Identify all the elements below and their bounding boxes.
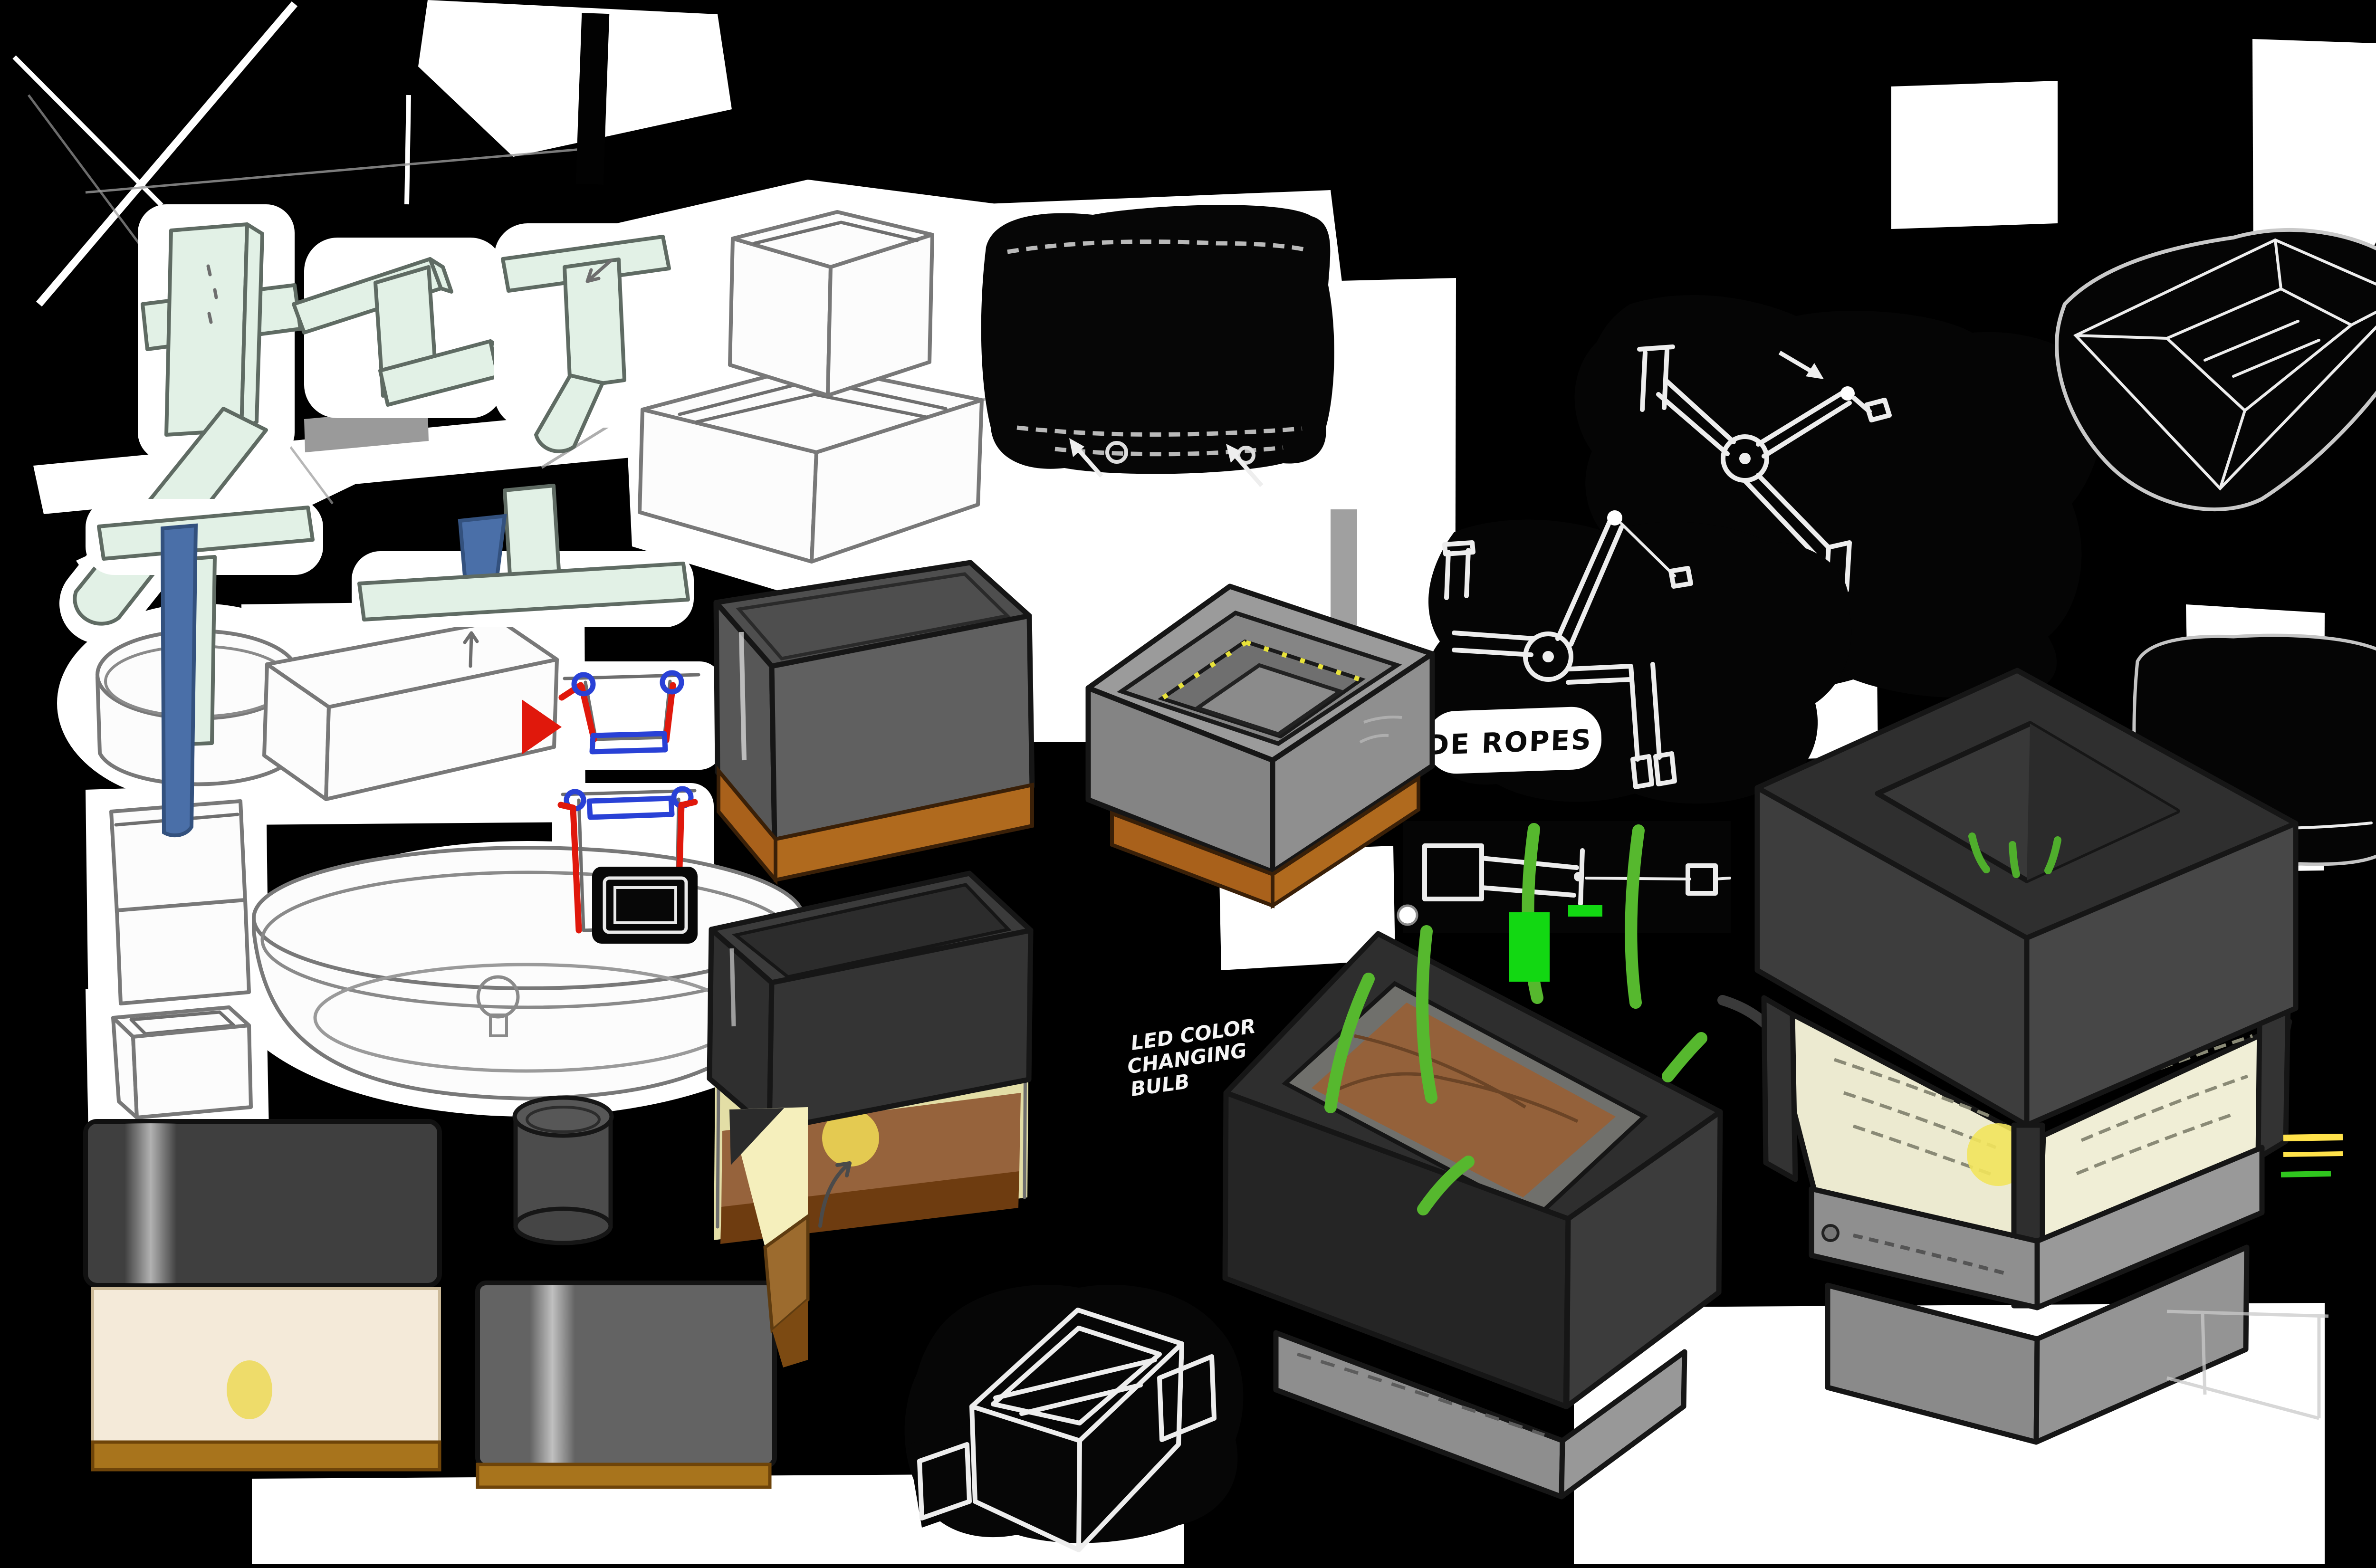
top-view-black-frame — [592, 867, 698, 944]
cross-section-wiring-upper — [558, 670, 700, 755]
neon-green-dash — [1568, 905, 1602, 917]
glow-base-planter-with-bulb — [707, 870, 1034, 1244]
arrow-icon — [1069, 438, 1264, 487]
wireframe-planter-side-boxes — [904, 1284, 1244, 1552]
black-bar — [575, 13, 610, 185]
black-marker-box-with-feet-arrows — [981, 205, 1334, 487]
bulb-dot-icon — [1840, 386, 1855, 401]
blue-post — [160, 523, 198, 838]
black-pyramid-tray — [2055, 228, 2376, 512]
seed-dot-icon — [1397, 904, 1418, 926]
bulb-dot-icon — [1607, 510, 1622, 526]
faint-companion-sketch — [2166, 1310, 2329, 1420]
mint-tbar-blue-post — [86, 499, 323, 838]
glow-corner-fragment — [729, 1107, 810, 1367]
bulb-glow-icon — [822, 1109, 879, 1166]
cream-glow-box-front — [91, 1287, 441, 1447]
label-blob — [1426, 707, 1602, 774]
dark-cylinder — [512, 1095, 614, 1245]
red-arrow-marker — [522, 699, 562, 755]
bulb-glow-icon — [227, 1360, 272, 1419]
neon-green-swatch — [1509, 912, 1550, 982]
soil — [1312, 1003, 1616, 1197]
soil-planter-with-sprouts — [1222, 823, 1798, 1500]
arm-mechanism-lower: HIDE ROPES — [1389, 510, 1852, 804]
square-planter-led-strip — [1085, 583, 1435, 909]
mint-tbar-blue-wedge — [352, 484, 694, 668]
bottom-left-group — [83, 1095, 810, 1489]
arrow-icon — [1806, 363, 1824, 379]
pencil-two-tier-planter-box — [585, 210, 984, 564]
mint-bracket-study-3 — [494, 223, 680, 453]
sprouts — [1324, 823, 1707, 1215]
gray-box-front — [475, 1281, 777, 1468]
led-bulb-annotation: LED COLOR CHANGING BULB — [1126, 1014, 1257, 1101]
lantern-planter-glass-base — [1754, 668, 2343, 1445]
sprouts-in-hole — [1968, 832, 2061, 878]
screw-icon — [1821, 1224, 1839, 1242]
pencil-open-box — [111, 1005, 253, 1119]
gray-planter-wood-base — [713, 560, 1035, 886]
mint-bracket-study-2 — [292, 238, 511, 418]
led-strip — [1245, 640, 1361, 682]
rod-fitting-study — [1403, 821, 1731, 933]
bulb-sketch-icon — [476, 975, 520, 1019]
pencil-rect-box — [262, 619, 559, 801]
